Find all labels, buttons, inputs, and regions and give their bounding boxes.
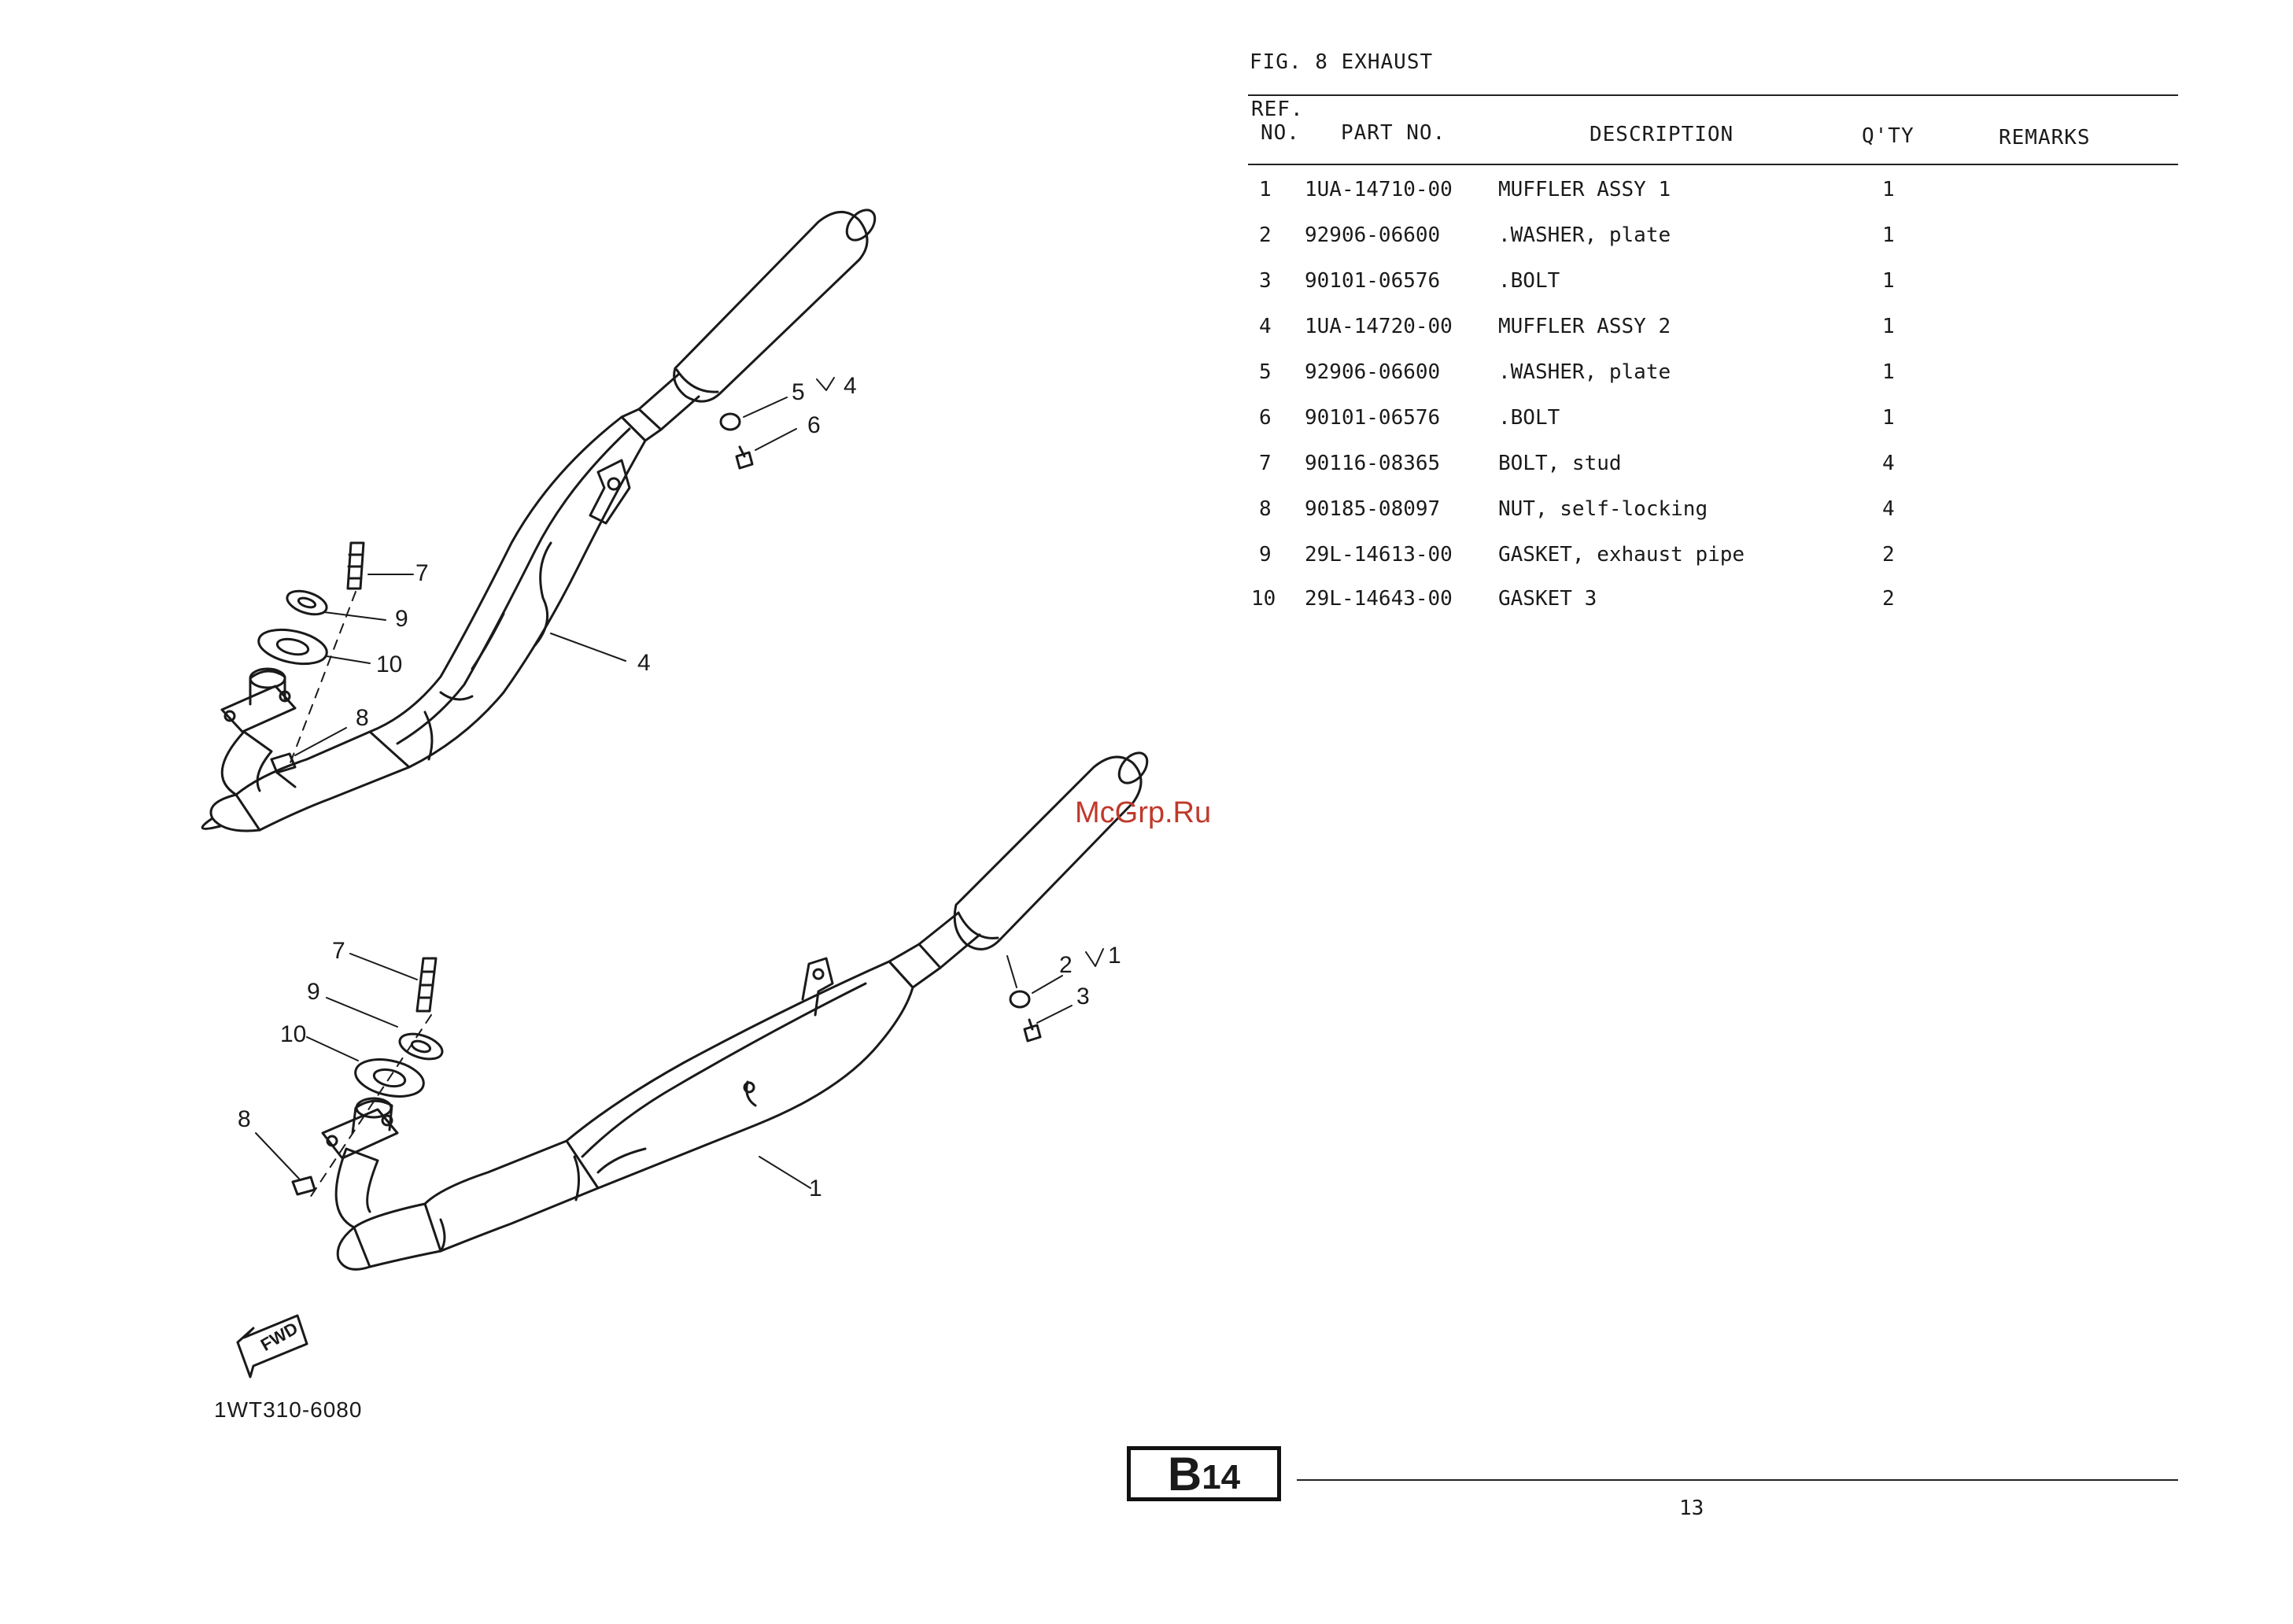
callout-2: 2 bbox=[1059, 952, 1073, 978]
table-row: 6 90101-06576 .BOLT 1 bbox=[1248, 406, 2178, 437]
cell-description: GASKET, exhaust pipe bbox=[1498, 543, 1745, 567]
section-number: 14 bbox=[1202, 1458, 1241, 1497]
callout-1-body: 1 bbox=[809, 1176, 822, 1201]
callout-9-lower: 9 bbox=[307, 979, 320, 1005]
cell-ref: 1 bbox=[1259, 178, 1272, 201]
cell-qty: 1 bbox=[1882, 178, 1895, 201]
cell-qty: 2 bbox=[1882, 543, 1895, 567]
cell-qty: 1 bbox=[1882, 406, 1895, 430]
callout-1-group: 1 bbox=[1108, 943, 1121, 969]
cell-part-no: 90101-06576 bbox=[1305, 269, 1441, 293]
exhaust-drawing bbox=[201, 209, 1149, 1379]
callout-9-upper: 9 bbox=[395, 606, 408, 632]
muffler-assy-2-drawing bbox=[201, 209, 877, 832]
watermark: McGrp.Ru bbox=[1075, 796, 1212, 829]
cell-description: .BOLT bbox=[1498, 269, 1560, 293]
cell-description: .WASHER, plate bbox=[1498, 223, 1671, 247]
table-row: 1 1UA-14710-00 MUFFLER ASSY 1 1 bbox=[1248, 178, 2178, 209]
table-top-rule bbox=[1248, 94, 2178, 96]
cell-ref: 9 bbox=[1259, 543, 1272, 567]
section-badge: B 14 bbox=[1127, 1446, 1281, 1501]
callout-4-body: 4 bbox=[637, 650, 651, 676]
header-ref-line2: NO. bbox=[1261, 121, 1300, 145]
callout-6: 6 bbox=[807, 412, 821, 438]
callout-10-lower: 10 bbox=[280, 1021, 307, 1047]
cell-description: MUFFLER ASSY 1 bbox=[1498, 178, 1671, 201]
cell-part-no: 90101-06576 bbox=[1305, 406, 1441, 430]
callout-7-upper: 7 bbox=[415, 560, 429, 586]
cell-ref: 10 bbox=[1251, 587, 1276, 611]
table-row: 3 90101-06576 .BOLT 1 bbox=[1248, 269, 2178, 301]
table-row: 4 1UA-14720-00 MUFFLER ASSY 2 1 bbox=[1248, 315, 2178, 346]
cell-description: NUT, self-locking bbox=[1498, 497, 1708, 521]
cell-ref: 4 bbox=[1259, 315, 1272, 338]
table-row: 7 90116-08365 BOLT, stud 4 bbox=[1248, 452, 2178, 483]
callout-8-upper: 8 bbox=[356, 705, 369, 731]
callout-4-group: 4 bbox=[844, 373, 857, 399]
cell-ref: 8 bbox=[1259, 497, 1272, 521]
table-row: 8 90185-08097 NUT, self-locking 4 bbox=[1248, 497, 2178, 529]
cell-part-no: 92906-06600 bbox=[1305, 223, 1441, 247]
cell-description: .WASHER, plate bbox=[1498, 360, 1671, 384]
cell-part-no: 1UA-14710-00 bbox=[1305, 178, 1453, 201]
cell-ref: 3 bbox=[1259, 269, 1272, 293]
cell-description: .BOLT bbox=[1498, 406, 1560, 430]
footer-rule bbox=[1297, 1479, 2178, 1481]
section-letter: B bbox=[1167, 1447, 1202, 1500]
cell-qty: 4 bbox=[1882, 452, 1895, 475]
cell-qty: 4 bbox=[1882, 497, 1895, 521]
callout-7-lower: 7 bbox=[332, 938, 345, 964]
header-qty: Q'TY bbox=[1862, 124, 1915, 148]
figure-title: FIG. 8 EXHAUST bbox=[1250, 50, 1434, 74]
cell-qty: 1 bbox=[1882, 360, 1895, 384]
page-number: 13 bbox=[1679, 1497, 1704, 1520]
table-row: 10 29L-14643-00 GASKET 3 2 bbox=[1248, 587, 2178, 618]
header-remarks: REMARKS bbox=[1999, 126, 2091, 149]
table-row: 2 92906-06600 .WASHER, plate 1 bbox=[1248, 223, 2178, 255]
cell-ref: 7 bbox=[1259, 452, 1272, 475]
cell-part-no: 90185-08097 bbox=[1305, 497, 1441, 521]
cell-part-no: 1UA-14720-00 bbox=[1305, 315, 1453, 338]
cell-part-no: 92906-06600 bbox=[1305, 360, 1441, 384]
cell-ref: 6 bbox=[1259, 406, 1272, 430]
cell-description: BOLT, stud bbox=[1498, 452, 1622, 475]
cell-description: GASKET 3 bbox=[1498, 587, 1597, 611]
header-ref-line1: REF. bbox=[1251, 98, 1304, 121]
table-row: 5 92906-06600 .WASHER, plate 1 bbox=[1248, 360, 2178, 392]
cell-qty: 1 bbox=[1882, 269, 1895, 293]
cell-description: MUFFLER ASSY 2 bbox=[1498, 315, 1671, 338]
callout-3: 3 bbox=[1076, 984, 1090, 1009]
cell-ref: 2 bbox=[1259, 223, 1272, 247]
cell-qty: 1 bbox=[1882, 223, 1895, 247]
callout-10-upper: 10 bbox=[376, 651, 403, 677]
drawing-reference-code: 1WT310-6080 bbox=[214, 1397, 363, 1422]
header-description: DESCRIPTION bbox=[1590, 123, 1734, 146]
table-row: 9 29L-14613-00 GASKET, exhaust pipe 2 bbox=[1248, 543, 2178, 574]
cell-part-no: 90116-08365 bbox=[1305, 452, 1441, 475]
header-part-no: PART NO. bbox=[1341, 121, 1446, 145]
table-header-rule bbox=[1248, 164, 2178, 165]
exhaust-exploded-diagram: 7 9 10 8 4 5 6 4 7 9 10 8 1 2 3 1 FWD 1W… bbox=[0, 0, 1243, 1479]
cell-qty: 2 bbox=[1882, 587, 1895, 611]
cell-part-no: 29L-14643-00 bbox=[1305, 587, 1453, 611]
cell-part-no: 29L-14613-00 bbox=[1305, 543, 1453, 567]
cell-ref: 5 bbox=[1259, 360, 1272, 384]
fwd-arrow-icon bbox=[236, 1314, 308, 1379]
cell-qty: 1 bbox=[1882, 315, 1895, 338]
callout-8-lower: 8 bbox=[238, 1106, 251, 1132]
callout-5: 5 bbox=[792, 379, 805, 405]
muffler-assy-1-drawing bbox=[255, 751, 1149, 1271]
